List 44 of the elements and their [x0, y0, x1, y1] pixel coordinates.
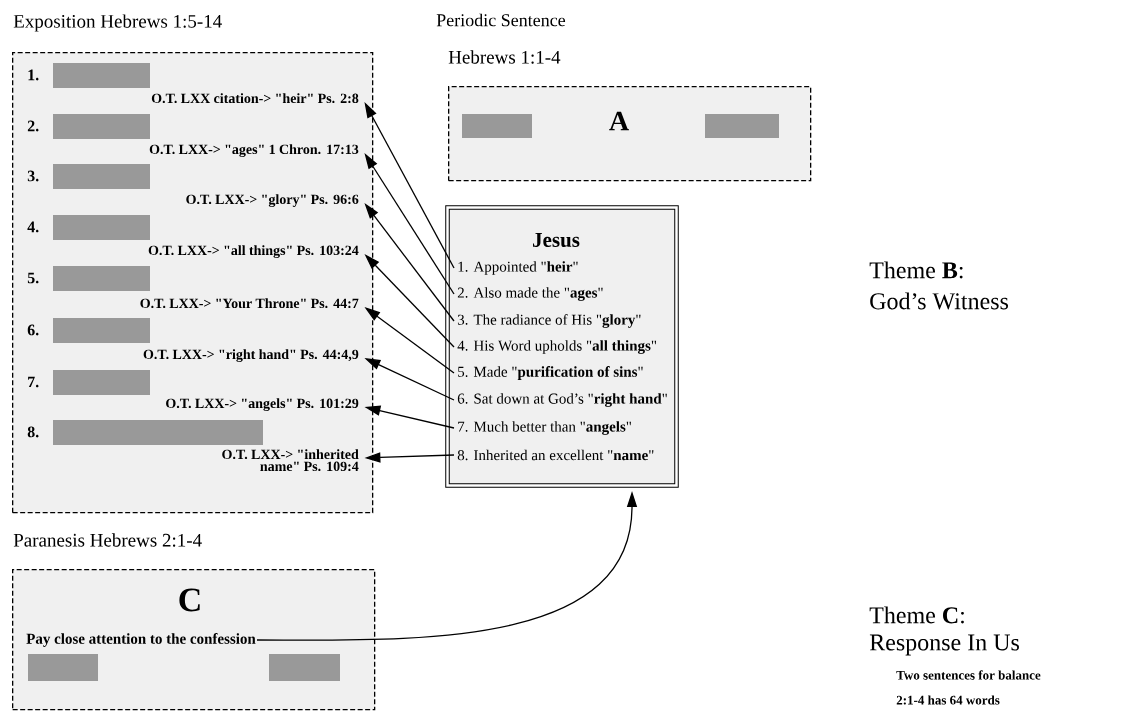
citation-item: 8. O.T. LXX-> "inherited name" Ps. 109:4: [27, 420, 359, 472]
node-label: 3.: [27, 170, 39, 182]
node-label: O.T. LXX-> "Your Throne" Ps. 44:7: [140, 298, 359, 309]
node-label: 8.: [27, 426, 39, 438]
citation-item: 6. O.T. LXX-> "right hand" Ps. 44:4,9: [27, 318, 359, 362]
citation-item: 1. O.T. LXX citation-> "heir" Ps. 2:8: [28, 63, 359, 104]
list-item: 4. His Word upholds "all things": [457, 340, 657, 354]
theme-subtitle: Response In Us: [869, 634, 1019, 656]
node-label: 7.: [28, 376, 39, 388]
node-label: O.T. LXX-> "right hand" Ps. 44:4,9: [143, 349, 359, 362]
list-item: 5. Made "purification of sins": [458, 366, 643, 380]
node-label: O.T. LXX citation-> "heir" Ps. 2:8: [151, 93, 359, 104]
node-label: 6.: [27, 324, 39, 336]
citation-item: 5. O.T. LXX-> "Your Throne" Ps. 44:7: [27, 266, 359, 309]
node-label: 1.: [28, 69, 39, 81]
list-item: 3. The radiance of His "glory": [457, 314, 641, 328]
text-line: Pay close attention to the confession: [26, 633, 256, 647]
citation-item: 2. O.T. LXX-> "ages" 1 Chron. 17:13: [27, 114, 359, 157]
theme-heading: Theme C:: [869, 606, 964, 624]
node-label: 5.: [27, 272, 39, 284]
note: Two sentences for balance: [896, 670, 1041, 680]
theme-subtitle: God’s Witness: [870, 292, 1009, 310]
node-label: O.T. LXX-> "ages" 1 Chron. 17:13: [149, 144, 359, 157]
heading: Periodic Sentence: [436, 13, 566, 27]
node-label: Exposition Hebrews 1:5-14: [13, 14, 222, 32]
list-item: 7. Much better than "angels": [458, 421, 631, 435]
node-label: O.T. LXX-> "glory" Ps. 96:6: [186, 194, 359, 207]
node-label: O.T. LXX-> "all things" Ps. 103:24: [148, 245, 359, 258]
dashed-box: Hebrews 1:1-4 A: [448, 50, 812, 182]
list-item: 6. Sat down at God’s "right hand": [457, 393, 667, 407]
theme-heading: Theme B:: [869, 261, 963, 279]
node-label: 4.: [27, 221, 39, 233]
node-label: Paranesis Hebrews 2:1-4: [13, 533, 202, 547]
note: 2:1-4 has 64 words: [896, 695, 1000, 705]
list-item: 1. Appointed "heir": [458, 261, 578, 275]
citation-item: 7. O.T. LXX-> "angels" Ps. 101:29: [28, 370, 359, 411]
citation-item: 3. O.T. LXX-> "glory" Ps. 96:6: [27, 164, 359, 207]
list-item: 2. Also made the "ages": [457, 287, 603, 301]
list-item: 8. Inherited an excellent "name": [457, 449, 654, 461]
node-label: O.T. LXX-> "inherited name" Ps. 109:4: [222, 449, 359, 472]
node-label: 2.: [27, 120, 39, 132]
node-label: Hebrews 1:1-4: [448, 50, 561, 64]
node-label: O.T. LXX-> "angels" Ps. 101:29: [166, 398, 359, 411]
citation-item: 4. O.T. LXX-> "all things" Ps. 103:24: [27, 215, 359, 258]
